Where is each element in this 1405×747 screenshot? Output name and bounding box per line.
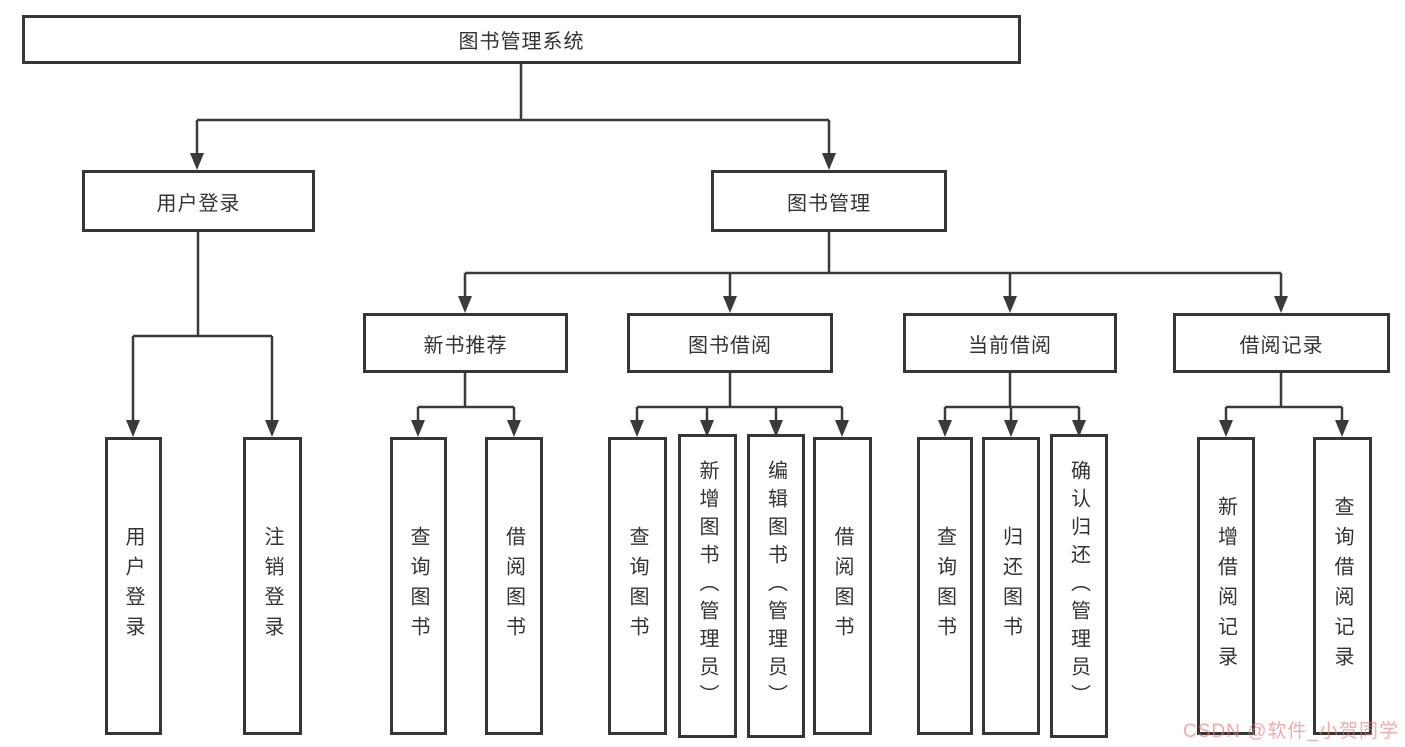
node-label: 图书借阅 <box>688 334 772 357</box>
leaf-return-book: 归还图书 <box>982 437 1040 735</box>
node-book-management: 图书管理 <box>711 170 947 232</box>
leaf-query-borrow-record: 查询借阅记录 <box>1313 437 1372 735</box>
node-label: 查询图书 <box>407 526 429 646</box>
node-label: 用户登录 <box>156 192 241 215</box>
node-root-library-system: 图书管理系统 <box>22 15 1021 64</box>
node-label: 确认归还（管理员） <box>1067 460 1090 712</box>
node-borrow-records: 借阅记录 <box>1173 313 1390 373</box>
leaf-add-book-admin: 新增图书（管理员） <box>678 434 737 738</box>
arrowheads <box>126 153 1349 437</box>
node-label: 借阅图书 <box>502 526 525 646</box>
leaf-query-books-2: 查询图书 <box>608 437 667 735</box>
node-label: 借阅图书 <box>831 526 853 646</box>
node-label: 新增借阅记录 <box>1214 496 1237 676</box>
node-current-borrowing: 当前借阅 <box>903 313 1117 373</box>
node-label: 查询图书 <box>626 526 648 646</box>
node-label: 图书管理 <box>787 192 871 215</box>
leaf-borrow-books-2: 借阅图书 <box>813 437 872 735</box>
leaf-borrow-books-1: 借阅图书 <box>485 437 543 735</box>
leaf-edit-book-admin: 编辑图书（管理员） <box>747 434 805 738</box>
node-book-borrowing: 图书借阅 <box>627 313 833 373</box>
node-label: 编辑图书（管理员） <box>764 460 787 712</box>
node-user-login: 用户登录 <box>82 170 315 232</box>
leaf-query-books-3: 查询图书 <box>917 437 973 735</box>
node-new-book-recommend: 新书推荐 <box>363 313 568 373</box>
leaf-confirm-return-admin: 确认归还（管理员） <box>1050 434 1108 738</box>
node-label: 用户登录 <box>122 526 144 646</box>
leaf-user-login: 用户登录 <box>105 437 162 735</box>
node-label: 查询借阅记录 <box>1331 496 1353 676</box>
node-label: 新增图书（管理员） <box>696 460 718 712</box>
node-label: 当前借阅 <box>968 334 1052 357</box>
leaf-logout: 注销登录 <box>243 437 302 735</box>
node-label: 借阅记录 <box>1239 334 1324 357</box>
node-label: 新书推荐 <box>423 334 508 357</box>
leaf-query-books-1: 查询图书 <box>390 437 447 735</box>
node-label: 查询图书 <box>933 526 956 646</box>
leaf-add-borrow-record: 新增借阅记录 <box>1197 437 1255 735</box>
node-label: 归还图书 <box>999 526 1022 646</box>
node-label: 图书管理系统 <box>458 31 585 53</box>
node-label: 注销登录 <box>261 526 283 646</box>
